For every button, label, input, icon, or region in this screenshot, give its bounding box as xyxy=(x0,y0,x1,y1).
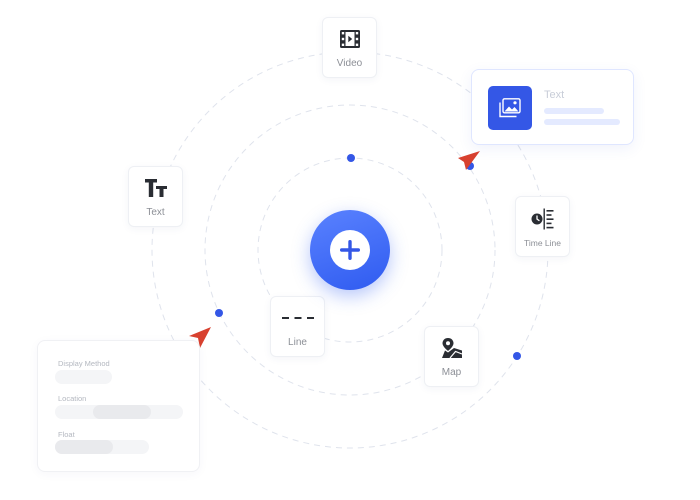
timeline-icon xyxy=(531,206,555,232)
float-slider-fill xyxy=(55,440,113,454)
add-button[interactable] xyxy=(310,210,390,290)
location-field[interactable] xyxy=(55,405,183,419)
tool-timeline[interactable]: Time Line xyxy=(515,196,570,257)
tool-line-label: Line xyxy=(288,337,307,348)
float-label: Float xyxy=(58,430,75,439)
orbit-dot xyxy=(215,309,223,317)
float-field[interactable] xyxy=(55,440,149,454)
tool-line[interactable]: Line xyxy=(270,296,325,357)
text-placeholder-bar xyxy=(544,108,604,114)
cursor-arrow-icon xyxy=(458,151,480,170)
properties-panel: Display Method Location Float xyxy=(37,340,200,472)
text-format-icon xyxy=(144,175,168,201)
tool-video[interactable]: Video xyxy=(322,17,377,78)
map-icon xyxy=(441,335,463,361)
location-slider-fill xyxy=(93,405,151,419)
tool-text[interactable]: Text xyxy=(128,166,183,227)
video-icon xyxy=(339,26,360,52)
display-method-field[interactable] xyxy=(55,370,112,384)
orbit-dot xyxy=(347,154,355,162)
image-card-title: Text xyxy=(544,89,565,101)
plus-icon xyxy=(330,230,370,270)
tool-timeline-label: Time Line xyxy=(523,237,561,248)
cursor-arrow-icon xyxy=(189,327,211,348)
dashed-line-icon xyxy=(281,305,314,331)
orbit-dot xyxy=(513,352,521,360)
image-element-card[interactable]: Text xyxy=(471,69,634,145)
image-icon xyxy=(488,86,532,130)
orbit-ring-middle xyxy=(204,104,496,396)
location-label: Location xyxy=(58,394,87,403)
tool-video-label: Video xyxy=(336,58,363,69)
tool-map[interactable]: Map xyxy=(424,326,479,387)
display-method-label: Display Method xyxy=(58,359,110,368)
tool-map-label: Map xyxy=(441,367,462,378)
text-placeholder-bar xyxy=(544,119,620,125)
tool-text-label: Text xyxy=(146,207,165,218)
